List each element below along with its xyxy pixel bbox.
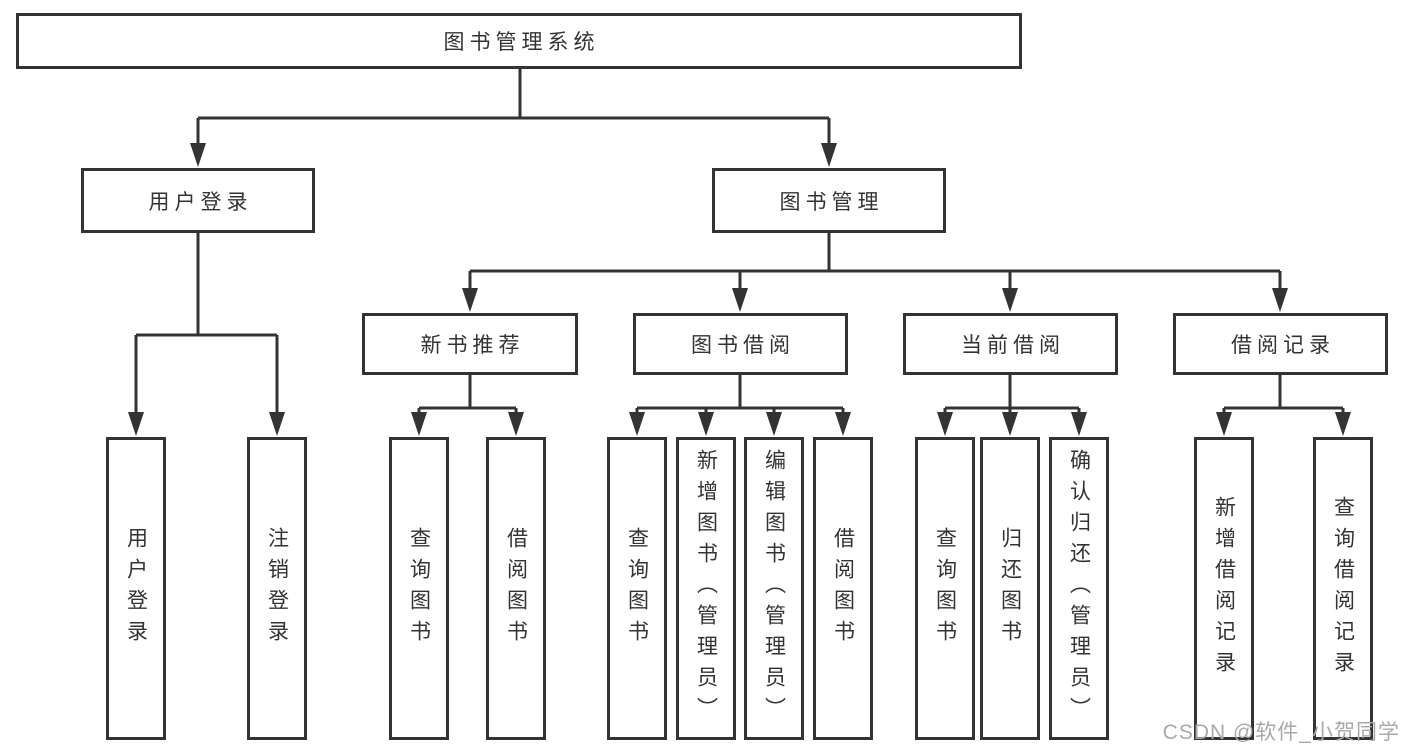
- leaf-confirm-return-admin: 确认归还（管理员）: [1049, 437, 1109, 740]
- node-user-login: 用户登录: [81, 168, 315, 233]
- leaf-label: 查询图书: [625, 526, 649, 651]
- leaf-label: 借阅图书: [504, 526, 528, 651]
- leaf-label: 用户登录: [124, 526, 148, 651]
- leaf-logout: 注销登录: [247, 437, 307, 740]
- node-book-management: 图书管理: [712, 168, 946, 233]
- node-current-borrowing: 当前借阅: [903, 313, 1118, 375]
- leaf-label: 注销登录: [265, 526, 289, 651]
- leaf-query-books-recommend: 查询图书: [389, 437, 449, 740]
- leaf-user-login: 用户登录: [106, 437, 166, 740]
- root-node: 图书管理系统: [16, 13, 1022, 69]
- node-borrowing-records: 借阅记录: [1173, 313, 1388, 375]
- leaf-label: 确认归还（管理员）: [1067, 449, 1091, 728]
- leaf-label: 新增借阅记录: [1212, 495, 1236, 682]
- leaf-add-borrow-record: 新增借阅记录: [1194, 437, 1254, 740]
- leaf-label: 借阅图书: [831, 526, 855, 651]
- leaf-borrow-books: 借阅图书: [813, 437, 873, 740]
- leaf-query-books-borrow: 查询图书: [607, 437, 667, 740]
- leaf-edit-book-admin: 编辑图书（管理员）: [744, 437, 804, 740]
- leaf-label: 新增图书（管理员）: [694, 449, 718, 728]
- leaf-label: 编辑图书（管理员）: [762, 449, 786, 728]
- csdn-watermark: CSDN @软件_小贺同学: [1162, 721, 1400, 744]
- leaf-label: 归还图书: [998, 526, 1022, 651]
- node-new-book-recommendation: 新书推荐: [362, 313, 578, 375]
- leaf-query-books-current: 查询图书: [915, 437, 975, 740]
- leaf-label: 查询图书: [407, 526, 431, 651]
- leaf-borrow-books-recommend: 借阅图书: [486, 437, 546, 740]
- leaf-label: 查询图书: [933, 526, 957, 651]
- node-book-borrowing: 图书借阅: [633, 313, 848, 375]
- leaf-add-book-admin: 新增图书（管理员）: [676, 437, 736, 740]
- leaf-label: 查询借阅记录: [1331, 495, 1355, 682]
- leaf-query-borrow-record: 查询借阅记录: [1313, 437, 1373, 740]
- leaf-return-books: 归还图书: [980, 437, 1040, 740]
